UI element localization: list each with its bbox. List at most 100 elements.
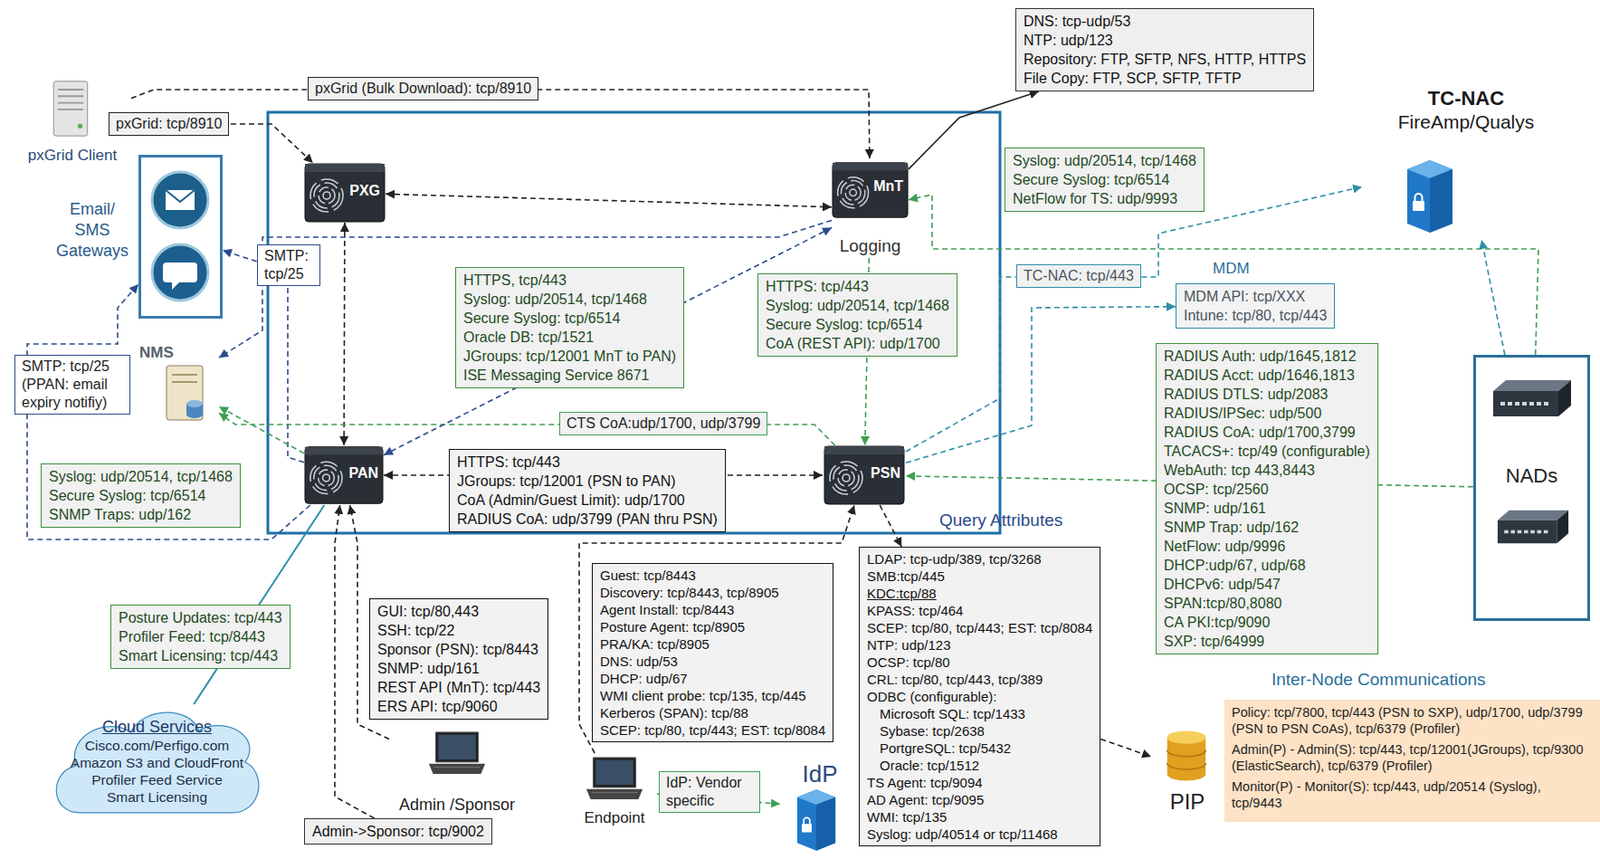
pip-database: PIP [1151,723,1224,815]
edge-label: SMTP: tcp/25 [257,244,321,286]
server-cube-icon [797,789,836,851]
label-text: GUI: tcp/80,443 [377,601,541,621]
label-text: FireAmp/Qualys [1361,110,1571,134]
label-text: Email/ SMS Gateways [53,199,132,262]
label-text: Amazon S3 and CloudFront [47,753,267,772]
label-text: NADs [1476,464,1588,488]
label-text: Smart Licensing [47,788,267,806]
label-text: TS Agent: tcp/9094 [866,773,1093,791]
label-text: Posture Agent: tcp/8905 [600,618,826,636]
label-text: Logging [831,236,909,257]
label-text: WMI client probe: tcp/135, tcp/445 [600,686,826,705]
label-text: SNMP: udp/161 [1163,498,1371,518]
ise-node: MnTLogging [831,158,909,258]
label-text: PAN [348,465,379,482]
port-list: HTTPS, tcp/443Syslog: udp/20514, tcp/146… [455,266,685,389]
label-text: Oracle: tcp/1512 [866,756,1093,774]
appliance-icon [304,163,385,222]
label-text: PortgreSQL: tcp/5432 [866,739,1093,757]
label-text: PIP [1151,789,1224,815]
laptop-icon [586,757,643,800]
port-list: Syslog: udp/20514, tcp/1468Secure Syslog… [1004,147,1205,212]
label-text: NMS [139,343,174,362]
edge-label: SMTP: tcp/25 (PPAN: email expiry notifiy… [14,354,131,415]
label-text: PXG [349,182,381,200]
port-list: Guest: tcp/8443Discovery: tcp/8443, tcp/… [591,562,834,743]
label-text: Admin /Sponsor [389,795,525,815]
nms-server: NMS [135,342,220,426]
edge-label: IdP: Vendor specific [658,771,761,813]
cloud-services: Cloud ServicesCisco.com/Perfigo.comAmazo… [47,704,267,817]
label-text: JGroups: tcp/12001 (PSN to PAN) [457,471,718,491]
label-text: SNMP Trap: udp/162 [1163,517,1371,537]
label-text: KPASS: tcp/464 [866,601,1093,620]
label-text: Sponsor (PSN): tcp/8443 [377,639,541,659]
label-text: ISE Messaging Service 8671 [463,365,677,385]
label-text: Agent Install: tcp/8443 [600,600,826,619]
label-text: CRL: tcp/80, tcp/443, tcp/389 [866,670,1093,688]
port-list: MDMMDM API: tcp/XXXIntune: tcp/80, tcp/4… [1175,283,1335,329]
connector [385,193,832,207]
connector [1100,738,1152,757]
label-text: NetFlow for TS: udp/9993 [1012,189,1197,209]
label-text: Syslog: udp/20514, tcp/1468 [1012,151,1197,171]
appliance-icon [304,447,383,505]
endpoint-laptop: Endpoint [571,752,658,828]
deployment-outline [267,112,1000,534]
connector [1481,239,1505,355]
label-text: SNMP Traps: udp/162 [48,504,233,524]
label-text: DNS: udp/53 [600,652,826,670]
connector [879,504,902,547]
label-text: File Copy: FTP, SCP, SFTP, TFTP [1023,68,1306,88]
label-text: OCSP: tcp/80 [866,653,1093,671]
label-text: Discovery: tcp/8443, tcp/8905 [600,583,826,601]
label-text: MDM API: tcp/XXX [1183,286,1327,306]
label-text: RADIUS CoA: udp/1700,3799 [1163,422,1371,442]
label-text: CA PKI:tcp/9090 [1163,612,1371,632]
label-text: CoA (Admin/Guest Limit): udp/1700 [457,490,718,510]
edge-label: TC-NAC: tcp/443 [1016,264,1142,288]
label-text: Smart Licensing: tcp/443 [118,646,283,666]
label-text: Secure Syslog: tcp/6514 [48,485,233,505]
admin-laptop: Admin /Sponsor [389,727,525,815]
edge-label: pxGrid: tcp/8910 [108,112,229,136]
note-box: Inter-Node CommunicationsPolicy: tcp/780… [1224,699,1600,822]
label-text: Inter-Node Communications [1271,668,1486,690]
label-text: HTTPS: tcp/443 [765,276,950,296]
label-text: Secure Syslog: tcp/6514 [765,314,950,334]
label-text: Cloud Services [47,716,267,737]
tcnac-server: TC-NACFireAmp/Qualys [1361,85,1571,240]
label-text: OCSP: tcp/2560 [1163,479,1371,499]
port-list: DNS: tcp-udp/53NTP: udp/123Repository: F… [1015,8,1315,92]
label-text: DHCP: udp/67 [600,669,826,687]
label-text: RADIUS Acct: udp/1646,1813 [1163,365,1371,385]
label-text: pxGrid Client [13,146,132,165]
label-text: WMI: tcp/135 [866,808,1093,826]
idp-server: IdP [780,760,860,855]
label-text: Syslog: udp/40514 or tcp/11468 [866,825,1093,843]
label-text: Syslog: udp/20514, tcp/1468 [463,289,677,309]
label-text: AD Agent: tcp/9095 [866,790,1093,809]
edge-label: CTS CoA:udp/1700, udp/3799 [559,411,768,436]
label-text: SMB:tcp/445 [866,567,1093,585]
ise-node: PSN [822,445,906,505]
label-text: LDAP: tcp-udp/389, tcp/3268 [866,550,1093,568]
label-text: Admin(P) - Admin(S): tcp/443, tcp/12001(… [1231,742,1593,774]
ise-node: PXG [304,162,386,223]
label-text: DHCP:udp/67, udp/68 [1163,555,1371,575]
label-text: Syslog: udp/20514, tcp/1468 [48,466,233,486]
label-text: Secure Syslog: tcp/6514 [1012,170,1197,190]
edge-label: pxGrid (Bulk Download): tcp/8910 [307,76,539,101]
label-text: RADIUS CoA: udp/3799 (PAN thru PSN) [457,509,718,529]
port-list: HTTPS: tcp/443JGroups: tcp/12001 (PSN to… [448,448,726,533]
label-text: DNS: tcp-udp/53 [1023,11,1306,31]
label-text: NTP: udp/123 [866,636,1093,654]
label-text: DHCPv6: udp/547 [1163,574,1371,594]
label-text: TC-NAC [1361,85,1571,111]
label-text: KDC:tcp/88 [866,584,1093,602]
appliance-icon [832,162,908,218]
label-text: NetFlow: udp/9996 [1163,536,1371,556]
label-text: SCEP: tcp/80, tcp/443; EST: tcp/8084 [600,721,826,739]
label-text: Profiler Feed Service [47,771,267,789]
label-text: CoA (REST API): udp/1700 [765,333,950,353]
